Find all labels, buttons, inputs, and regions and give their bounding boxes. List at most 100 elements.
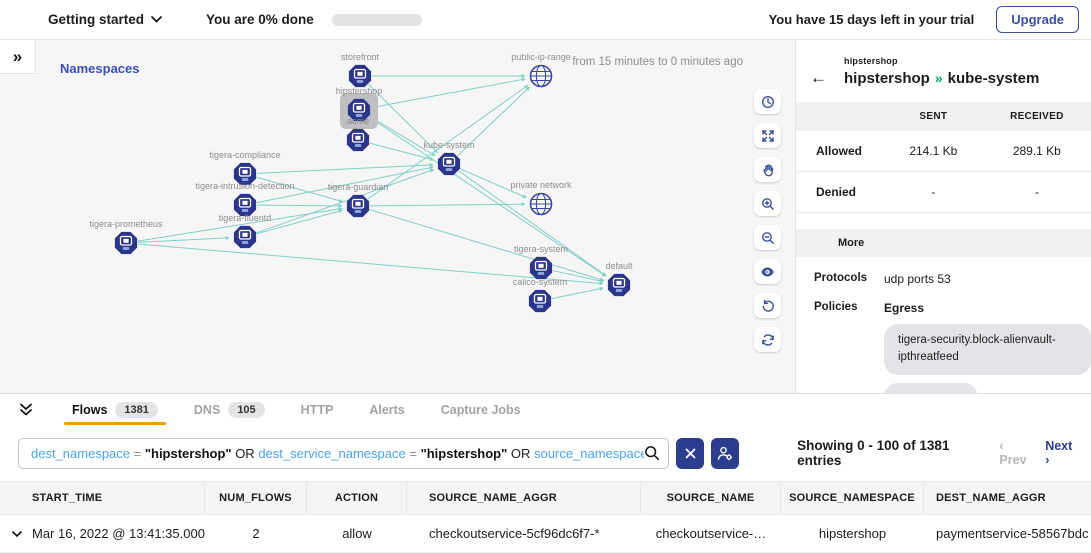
graph-node-label: kube-system xyxy=(423,140,474,150)
graph-node-label: storefront xyxy=(341,52,380,62)
column-header-dest_name_aggr[interactable]: DEST_NAME_AGGR xyxy=(936,492,1046,504)
graph-node-tigera-intrusion-detection[interactable]: tigera-intrusion-detection xyxy=(195,181,295,217)
refresh-icon[interactable] xyxy=(754,327,781,352)
expand-sidebar-button[interactable]: » xyxy=(0,40,36,74)
policy-pill[interactable]: security.pass xyxy=(884,382,979,393)
trial-days-text: You have 15 days left in your trial xyxy=(768,12,975,27)
column-header-action[interactable]: ACTION xyxy=(307,482,407,514)
graph-edge-tigera-compliance-to-tigera-guardian xyxy=(256,176,344,203)
graph-node-tigera-fluentd[interactable]: tigera-fluentd xyxy=(219,213,272,249)
graph-edge-tigera-intrusion-detection-to-tigera-guardian xyxy=(256,203,343,208)
egress-label: Egress xyxy=(884,301,925,315)
service-graph-panel: storefront hipstershop acme kube-system publ… xyxy=(0,40,795,393)
graph-node-calico-system[interactable]: calico-system xyxy=(513,277,568,313)
back-arrow-icon[interactable]: ← xyxy=(810,68,827,87)
zoom-out-icon[interactable] xyxy=(754,225,781,250)
detail-title: hipstershop»kube-system xyxy=(844,70,1039,87)
denied-sent-value: - xyxy=(884,171,983,213)
query-token-kw: OR xyxy=(507,445,535,461)
allowed-received-value: 289.1 Kb xyxy=(982,131,1091,172)
query-token-value: "hipstershop" xyxy=(420,445,508,461)
column-header-start_time[interactable]: START_TIME xyxy=(0,482,205,514)
graph-edge-acme-to-kube-system xyxy=(369,142,435,161)
graph-node-label: acme xyxy=(347,116,369,126)
undo-icon[interactable] xyxy=(754,293,781,318)
flow-direction-icon: » xyxy=(934,69,943,86)
graph-node-label: hipstershop xyxy=(336,86,383,96)
query-text: dest_namespace = "hipstershop" OR dest_s… xyxy=(31,446,644,461)
graph-time-range: from 15 minutes to 0 minutes ago xyxy=(572,56,743,68)
upgrade-button[interactable]: Upgrade xyxy=(996,6,1079,33)
query-input[interactable]: dest_namespace = "hipstershop" OR dest_s… xyxy=(18,437,670,469)
query-token-value: "hipstershop" xyxy=(144,445,232,461)
tab-count-badge: 105 xyxy=(228,401,265,418)
graph-toolbar xyxy=(754,89,781,352)
graph-node-label: calico-system xyxy=(513,277,568,287)
graph-node-tigera-system[interactable]: tigera-system xyxy=(514,244,568,280)
allowed-label: Allowed xyxy=(796,131,884,172)
cell-num_flows: 2 xyxy=(205,515,307,553)
visibility-eye-icon[interactable] xyxy=(754,259,781,284)
prev-page-button[interactable]: ‹ Prev xyxy=(999,439,1027,467)
history-clock-icon[interactable] xyxy=(754,89,781,114)
graph-node-storefront[interactable]: storefront xyxy=(341,52,380,88)
graph-edge-hipstershop-to-default xyxy=(368,116,607,277)
graph-node-tigera-guardian[interactable]: tigera-guardian xyxy=(328,182,389,218)
tab-label: Flows xyxy=(72,402,108,417)
tab-alerts[interactable]: Alerts xyxy=(351,394,422,425)
cell-source_namespace: hipstershop xyxy=(781,515,924,553)
graph-edge-hipstershop-to-public-ip-range xyxy=(370,77,526,109)
service-graph-canvas[interactable]: storefront hipstershop acme kube-system publ… xyxy=(0,40,795,393)
column-header-source_name[interactable]: SOURCE_NAME xyxy=(641,482,781,514)
graph-node-public-ip-range[interactable]: public-ip-range xyxy=(511,52,571,88)
policy-pill[interactable]: tigera-security.block-alienvault-ipthrea… xyxy=(884,324,1091,375)
cell-start_time: Mar 16, 2022 @ 13:41:35.000 xyxy=(0,515,205,553)
graph-node-hipstershop[interactable]: hipstershop xyxy=(336,86,383,129)
cell-dest_name_aggr: paymentservice-58567bdc xyxy=(924,515,1091,553)
protocols-value: udp ports 53 xyxy=(884,272,951,286)
tab-label: Alerts xyxy=(369,402,405,417)
table-row-allowed: Allowed 214.1 Kb 289.1 Kb xyxy=(796,131,1091,172)
getting-started-menu[interactable]: Getting started xyxy=(48,12,162,27)
query-token-op: = xyxy=(130,445,145,461)
pan-hand-icon[interactable] xyxy=(754,157,781,182)
graph-node-default[interactable]: default xyxy=(605,261,633,297)
graph-node-tigera-compliance[interactable]: tigera-compliance xyxy=(209,150,281,186)
graph-edge-tigera-guardian-to-public-ip-range xyxy=(367,84,529,200)
cell-source_name_aggr: checkoutservice-5cf96dc6f7-* xyxy=(407,515,641,553)
close-icon xyxy=(685,448,696,458)
progress-label: You are 0% done xyxy=(206,12,314,27)
graph-edge-hipstershop-to-kube-system xyxy=(369,115,436,157)
query-token-op: = xyxy=(405,445,421,461)
tab-capture-jobs[interactable]: Capture Jobs xyxy=(423,394,539,425)
graph-node-private-network[interactable]: private network xyxy=(510,180,572,216)
next-page-button[interactable]: Next › xyxy=(1045,439,1073,467)
column-header-source_name_aggr[interactable]: SOURCE_NAME_AGGR xyxy=(407,482,641,514)
graph-node-acme[interactable]: acme xyxy=(346,116,370,152)
query-token-field: dest_service_namespace xyxy=(258,445,406,461)
zoom-in-icon[interactable] xyxy=(754,191,781,216)
user-query-settings-button[interactable] xyxy=(711,437,740,469)
detail-target: kube-system xyxy=(947,69,1040,87)
column-header-num_flows[interactable]: NUM_FLOWS xyxy=(205,482,307,514)
collapse-panel-button[interactable] xyxy=(18,403,34,417)
expand-row-chevron-icon[interactable] xyxy=(12,530,22,537)
getting-started-label: Getting started xyxy=(48,12,145,27)
tab-http[interactable]: HTTP xyxy=(283,394,352,425)
tab-label: DNS xyxy=(193,402,221,417)
graph-node-tigera-prometheus[interactable]: tigera-prometheus xyxy=(89,219,163,255)
tab-dns[interactable]: DNS 105 xyxy=(176,394,283,425)
fit-to-screen-icon[interactable] xyxy=(754,123,781,148)
graph-node-kube-system[interactable]: kube-system xyxy=(423,140,475,176)
chevron-down-icon xyxy=(151,16,162,23)
column-header-source_namespace[interactable]: SOURCE_NAMESPACE xyxy=(781,482,924,514)
clear-query-button[interactable] xyxy=(676,437,705,469)
query-token-field: dest_namespace xyxy=(31,445,131,461)
double-chevron-down-icon xyxy=(20,403,32,415)
denied-received-value: - xyxy=(982,171,1091,213)
